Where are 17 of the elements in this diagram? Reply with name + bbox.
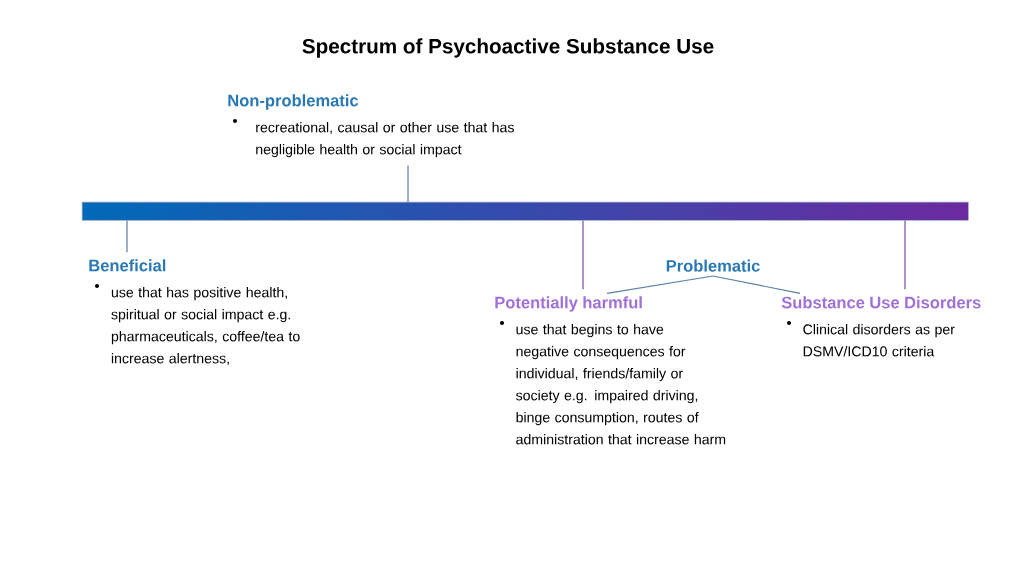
heading: Problematic	[666, 259, 760, 272]
bullet-text: recreational, causal or other use that has negligible health or social impact	[256, 122, 514, 158]
bullet-text: use that has positive health, spiritual or social impact e.g. pharmaceuticals, coffee/tea to increase alertness,	[111, 287, 300, 366]
bullet-text: use that begins to have negative consequences for individual, friends/family or society e.g. impaired driving, binge consumption, routes of administration that increase harm	[516, 324, 726, 445]
bracket-line	[712, 275, 801, 294]
heading: Non-problematic	[228, 94, 359, 110]
connector-line	[407, 164, 409, 203]
heading: Substance Use Disorders	[781, 296, 981, 309]
title: Spectrum of Psychoactive Substance Use	[302, 38, 714, 58]
bracket-line	[606, 275, 714, 294]
connector-line	[904, 219, 906, 290]
heading: Potentially harmful	[495, 296, 642, 312]
connector-line	[582, 219, 584, 290]
connector-line	[126, 219, 128, 253]
bullet-text: Clinical disorders as per DSMV/ICD10 criteria	[803, 324, 955, 357]
heading: Beneficial	[89, 259, 166, 272]
spectrum-bar	[82, 202, 969, 221]
